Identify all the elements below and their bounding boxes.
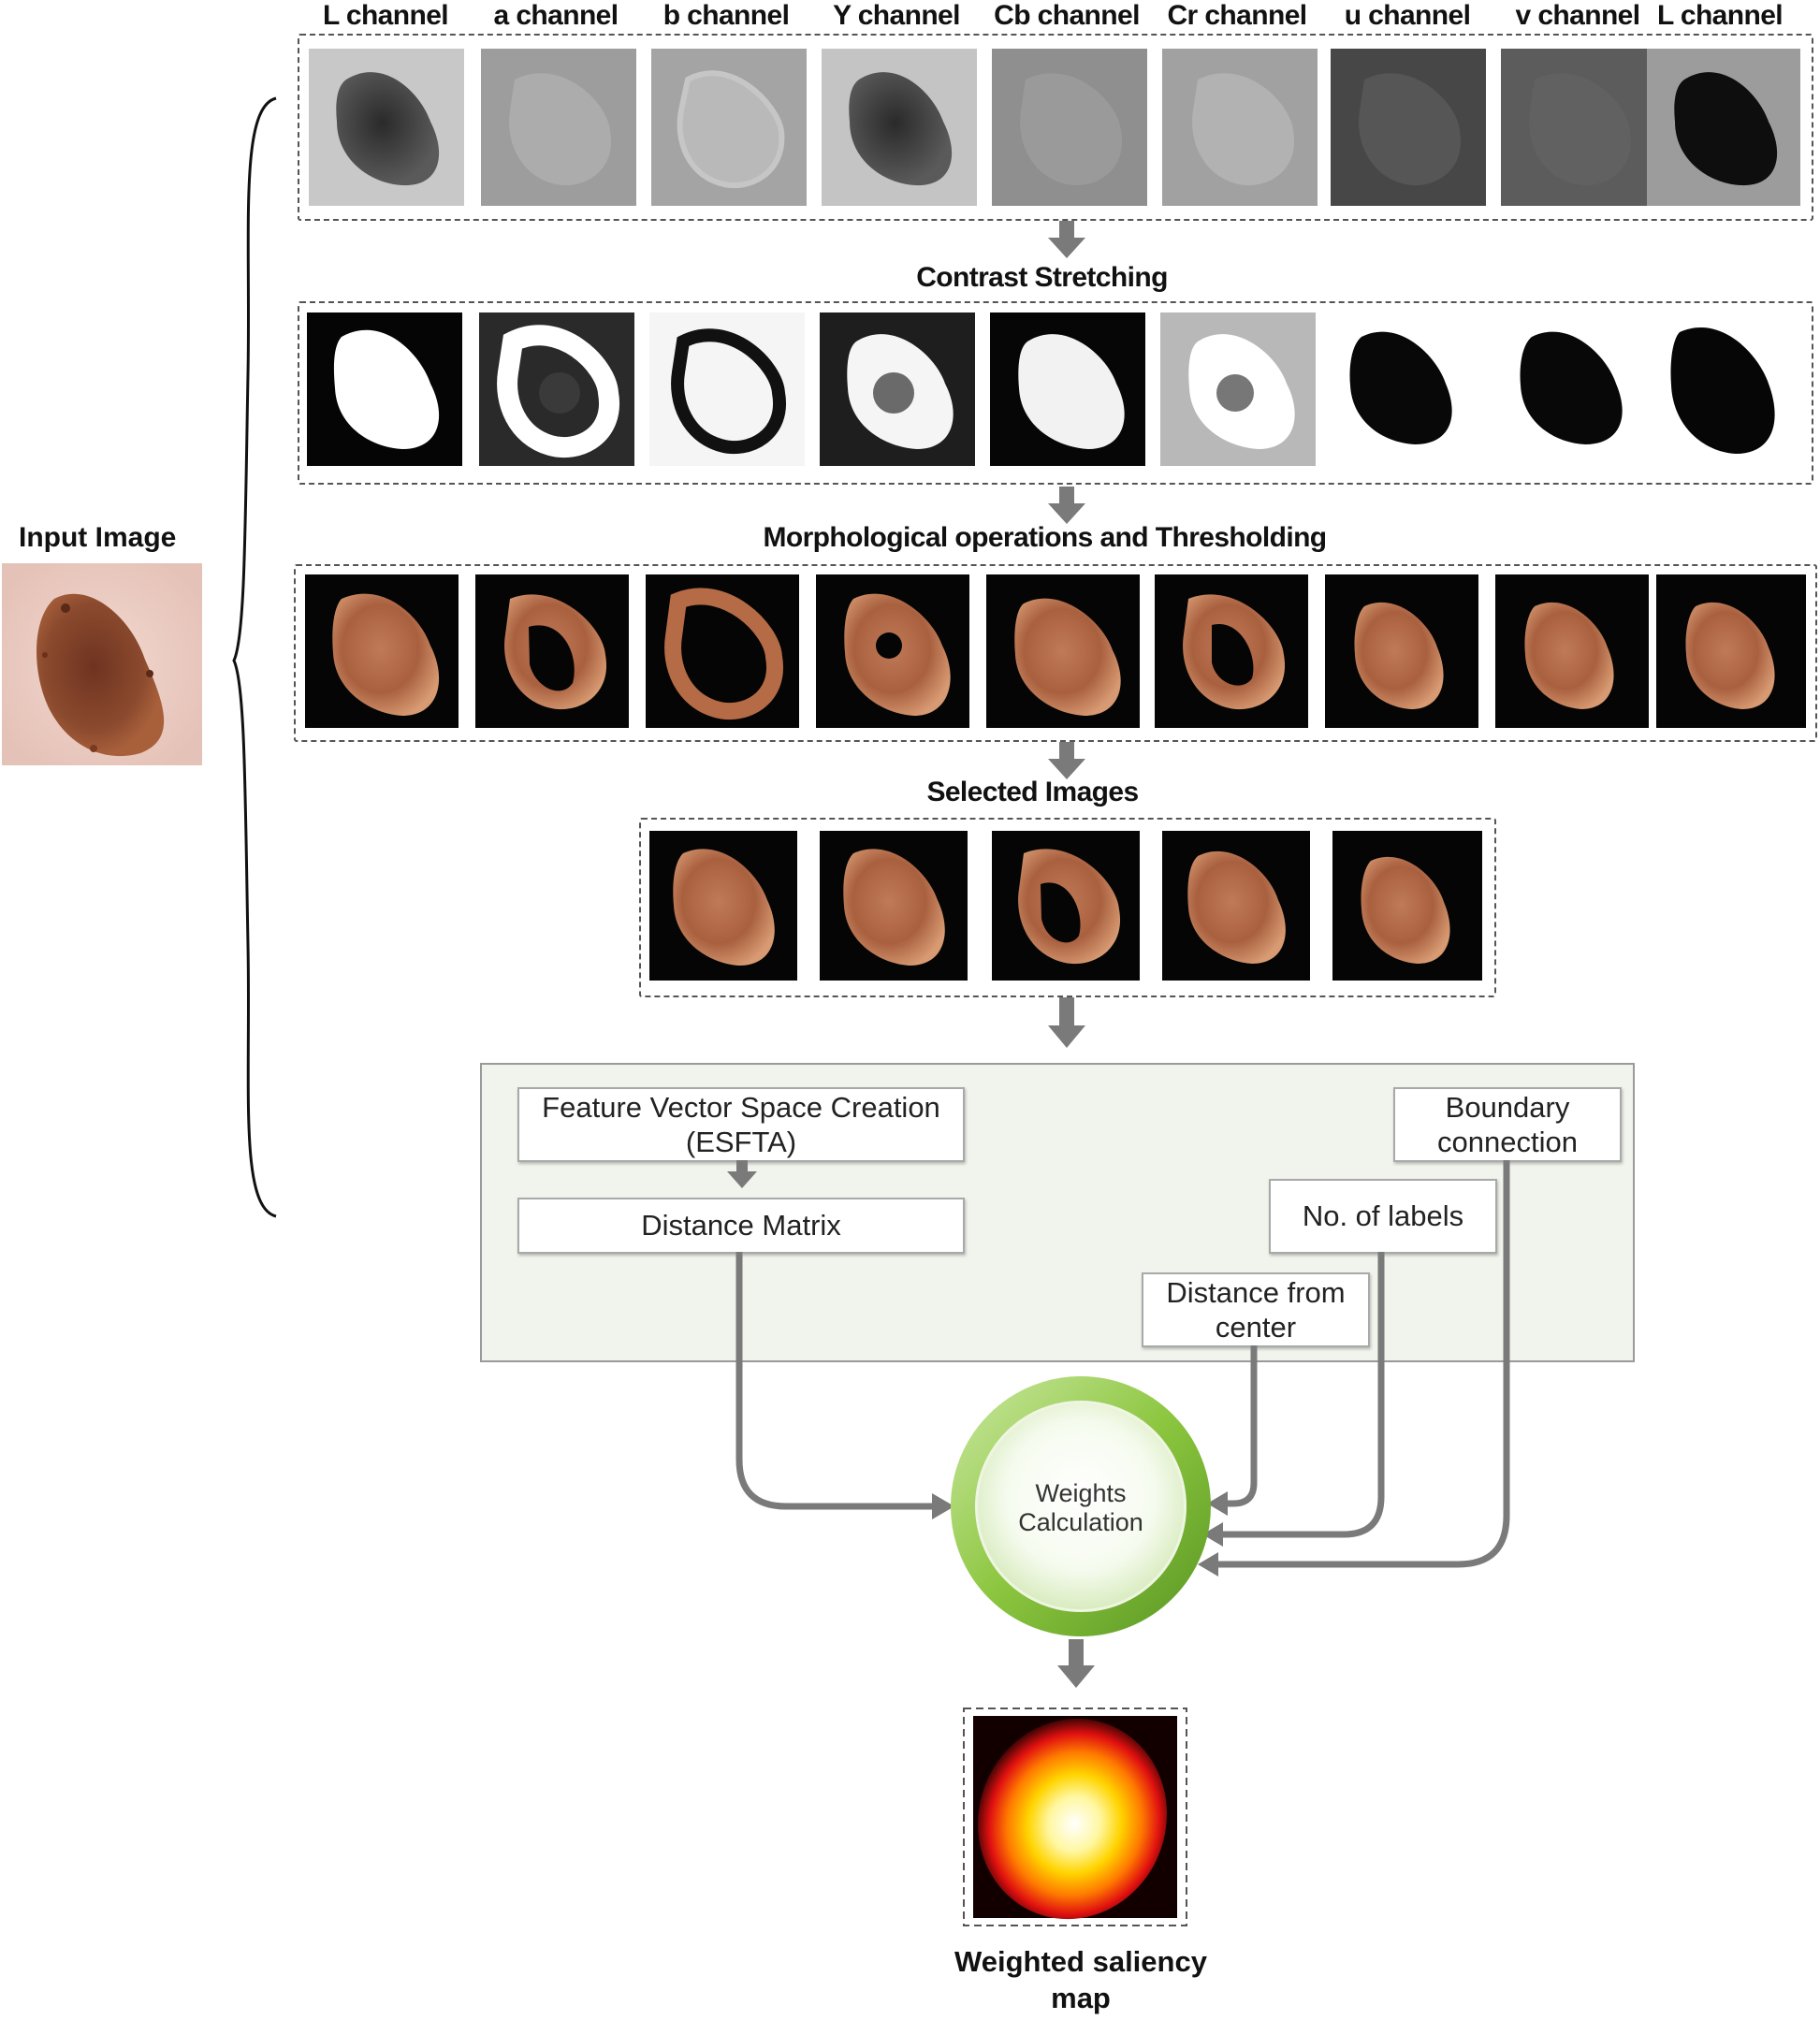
output-line1: Weighted saliency bbox=[954, 1945, 1207, 1978]
distance-matrix-box: Distance Matrix bbox=[517, 1198, 965, 1254]
distance-center-line2: center bbox=[1215, 1311, 1297, 1344]
weighted-saliency-label: Weighted saliency map bbox=[936, 1944, 1226, 2017]
arrow-down-5 bbox=[1057, 1639, 1095, 1688]
boundary-connection-box: Boundary connection bbox=[1393, 1087, 1622, 1162]
saliency-map bbox=[963, 1708, 1187, 1926]
arrow-down-2 bbox=[1048, 487, 1085, 524]
boundary-line2: connection bbox=[1437, 1126, 1578, 1158]
morph-row-box bbox=[294, 564, 1817, 742]
distance-matrix-label: Distance Matrix bbox=[641, 1209, 841, 1243]
channel-label: v channel bbox=[1515, 0, 1641, 31]
arrowhead-distance-center bbox=[1207, 1491, 1228, 1516]
contrast-stretching-title: Contrast Stretching bbox=[916, 262, 1168, 293]
connector-distance-center bbox=[1226, 1345, 1258, 1507]
weights-line1: Weights bbox=[1035, 1479, 1126, 1507]
number-of-labels-box: No. of labels bbox=[1269, 1179, 1497, 1254]
distance-from-center-box: Distance from center bbox=[1142, 1272, 1370, 1347]
selected-images-title: Selected Images bbox=[926, 777, 1139, 807]
arrowhead-distance-matrix bbox=[932, 1493, 954, 1519]
channel-label: Y channel bbox=[833, 0, 960, 31]
output-line2: map bbox=[1051, 1981, 1111, 2014]
weights-calculation-node: Weights Calculation bbox=[951, 1376, 1211, 1636]
feature-vector-box: Feature Vector Space Creation (ESFTA) bbox=[517, 1087, 965, 1162]
weights-line2: Calculation bbox=[1018, 1508, 1143, 1536]
channel-label: L channel bbox=[322, 0, 449, 31]
distance-center-line1: Distance from bbox=[1166, 1275, 1346, 1309]
channel-label: L channel bbox=[1656, 0, 1784, 31]
channel-label: b channel bbox=[662, 0, 790, 31]
feature-vector-line2: (ESFTA) bbox=[685, 1126, 797, 1158]
channel-row-box bbox=[298, 34, 1813, 221]
channel-label: Cb channel bbox=[994, 0, 1140, 31]
arrow-down-1 bbox=[1048, 221, 1085, 258]
channel-label: Cr channel bbox=[1167, 0, 1307, 31]
arrow-down-3 bbox=[1048, 742, 1085, 779]
contrast-row-box bbox=[298, 301, 1813, 485]
channel-label: a channel bbox=[493, 0, 619, 31]
input-image-label: Input Image bbox=[19, 522, 177, 553]
selected-row-box bbox=[639, 818, 1496, 997]
channel-label: u channel bbox=[1344, 0, 1471, 31]
arrowhead-labels bbox=[1202, 1522, 1223, 1547]
number-of-labels-label: No. of labels bbox=[1302, 1199, 1464, 1233]
input-image bbox=[2, 563, 202, 765]
arrowhead-boundary bbox=[1198, 1552, 1218, 1577]
boundary-line1: Boundary bbox=[1445, 1090, 1570, 1124]
connector-heads bbox=[932, 1491, 1228, 1577]
morphological-title: Morphological operations and Thresholdin… bbox=[763, 522, 1327, 553]
feature-vector-line1: Feature Vector Space Creation bbox=[542, 1090, 940, 1124]
arrow-down-4 bbox=[1048, 997, 1085, 1048]
